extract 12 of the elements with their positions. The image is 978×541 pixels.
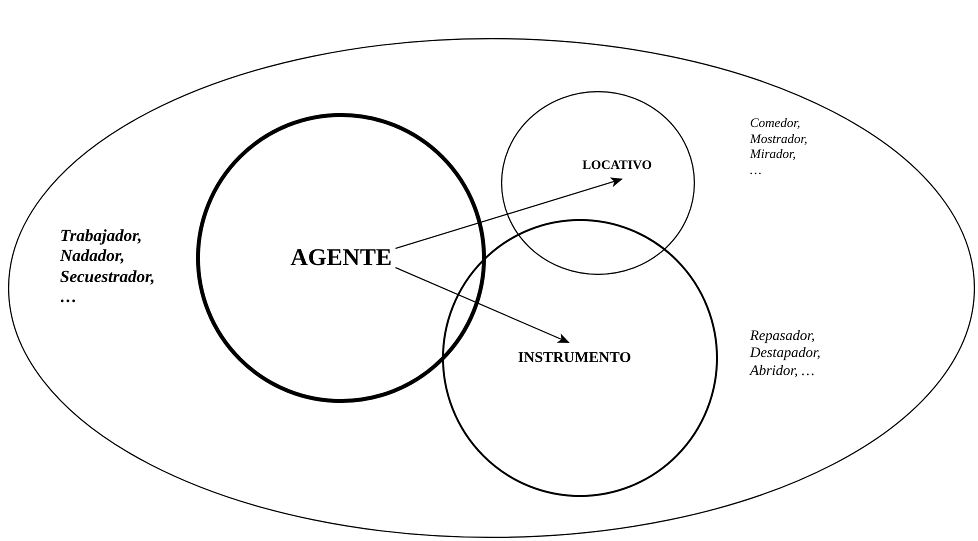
category-circle xyxy=(500,91,695,275)
outer-ellipse xyxy=(8,38,975,538)
category-label: INSTRUMENTO xyxy=(518,350,632,366)
category-circle xyxy=(196,113,486,403)
arrow xyxy=(395,267,570,344)
example-word-list: Trabajador, Nadador, Secuestrador, … xyxy=(60,226,155,308)
category-circle xyxy=(442,219,718,497)
arrow xyxy=(395,178,623,249)
category-label: AGENTE xyxy=(290,246,392,270)
example-word-list: Repasador, Destapador, Abridor, … xyxy=(750,328,820,380)
category-label: LOCATIVO xyxy=(582,158,652,172)
example-word-list: Comedor, Mostrador, Mirador, … xyxy=(750,115,808,178)
